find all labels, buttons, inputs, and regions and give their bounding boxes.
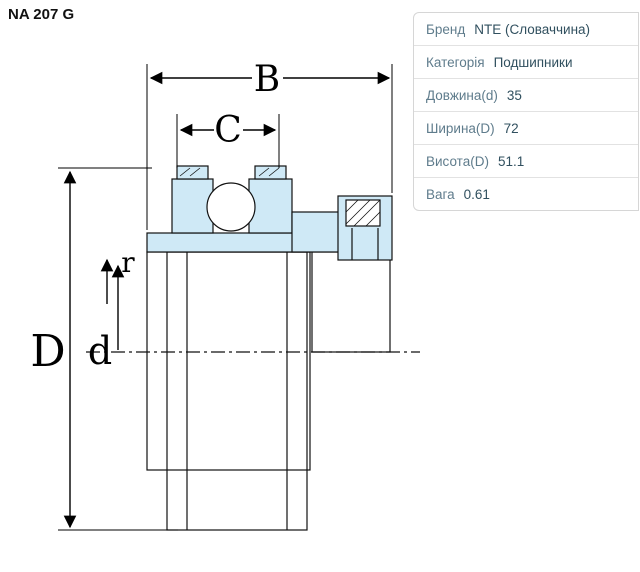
ball [206,182,256,232]
dimension-label-r: r [121,246,135,279]
spec-label: Висота(D) [426,153,489,169]
bearing-insert [146,165,393,261]
specs-table: Бренд NTE (Словаччина) Категорія Подшипники… [413,12,639,211]
seal-hatching [179,167,280,177]
outer-ring-right [248,178,293,234]
page-title: NA 207 G [8,6,75,23]
spec-label: Вага [426,186,455,202]
spec-value: 72 [503,120,519,136]
dimension-label-B: B [254,59,280,100]
dimension-B: B [146,59,393,230]
spec-label: Категорія [426,54,485,70]
bearing-body [146,251,391,531]
spec-row: Ширина(D) 72 [414,112,638,145]
spec-value: Подшипники [493,54,573,70]
spec-value: NTE (Словаччина) [474,21,591,37]
dimension-label-D: D [30,326,65,377]
dimension-D: D [30,167,178,531]
spec-row: Висота(D) 51.1 [414,145,638,178]
dimension-d: d [88,264,125,373]
spec-label: Довжина(d) [426,87,498,103]
dimension-r: r [100,246,135,304]
spec-label: Ширина(D) [426,120,495,136]
spec-value: 35 [506,87,522,103]
outer-ring-band [146,232,311,253]
dimension-C: C [176,110,280,168]
dimension-label-C: C [214,110,242,151]
spec-row: Бренд NTE (Словаччина) [414,13,638,46]
seal-right [254,165,287,180]
housing-outer [146,251,311,471]
grub-screw-hatching [345,199,381,227]
spec-label: Бренд [426,21,466,37]
spec-row: Вага 0.61 [414,178,638,210]
collar-lower-half [311,251,391,353]
inner-ring-extension [291,211,341,253]
spec-row: Категорія Подшипники [414,46,638,79]
seal-left [176,165,209,180]
spec-value: 0.61 [463,186,490,202]
grub-screw [345,199,381,227]
spec-row: Довжина(d) 35 [414,79,638,112]
dimension-label-d: d [88,329,112,373]
spec-value: 51.1 [497,153,525,169]
